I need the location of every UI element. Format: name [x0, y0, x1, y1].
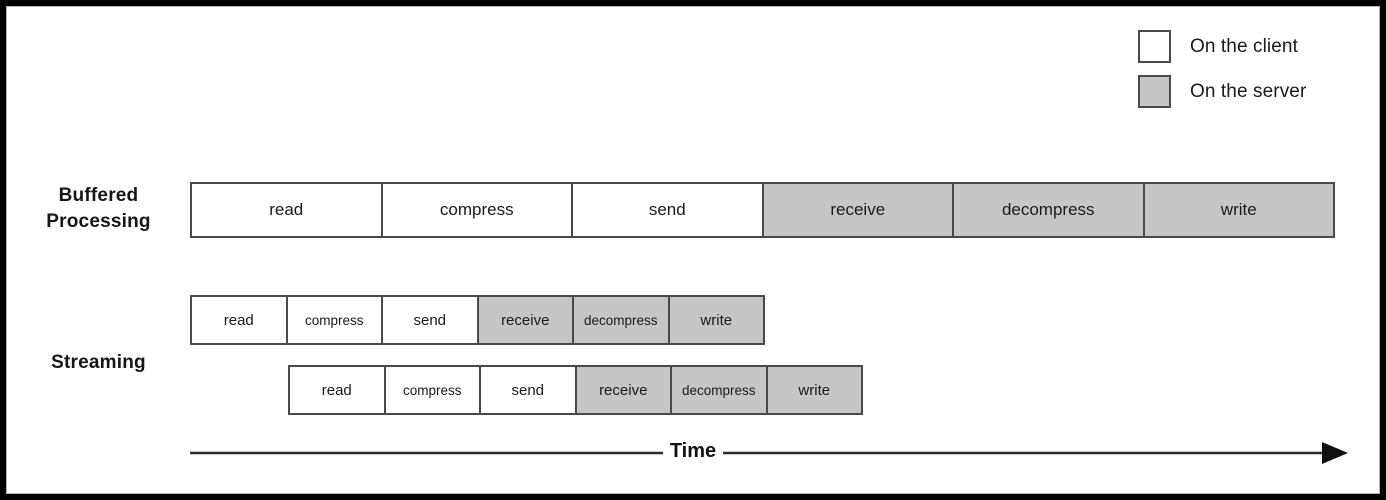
pipeline-cell-read: read	[190, 295, 288, 345]
pipeline-cell-write: write	[667, 295, 765, 345]
legend-swatch-client	[1138, 30, 1171, 63]
pipeline-cell-compress: compress	[383, 365, 481, 415]
pipeline-cell-receive: receive	[574, 365, 672, 415]
pipeline-cell-compress: compress	[380, 182, 573, 238]
pipeline-cell-read: read	[288, 365, 386, 415]
pipeline-bar-streaming-2: read compress send receive decompress wr…	[288, 365, 873, 415]
legend-label-client: On the client	[1190, 35, 1298, 57]
pipeline-cell-send: send	[381, 295, 479, 345]
figure-inner-border	[6, 6, 1380, 494]
pipeline-cell-decompress: decompress	[572, 295, 670, 345]
row-label-streaming: Streaming	[51, 352, 146, 373]
time-axis	[190, 436, 1350, 470]
pipeline-cell-send: send	[479, 365, 577, 415]
pipeline-cell-compress: compress	[285, 295, 383, 345]
pipeline-cell-write: write	[765, 365, 863, 415]
pipeline-cell-decompress: decompress	[952, 182, 1145, 238]
pipeline-bar-buffered: read compress send receive decompress wr…	[190, 182, 1345, 238]
row-label-buffered-line2: Processing	[46, 211, 151, 232]
pipeline-cell-write: write	[1142, 182, 1335, 238]
legend-swatch-server	[1138, 75, 1171, 108]
legend-item-server: On the server	[1138, 69, 1306, 114]
pipeline-cell-read: read	[190, 182, 383, 238]
legend: On the client On the server	[1138, 24, 1306, 114]
pipeline-cell-send: send	[571, 182, 764, 238]
pipeline-bar-streaming-1: read compress send receive decompress wr…	[190, 295, 775, 345]
legend-label-server: On the server	[1190, 80, 1307, 102]
legend-item-client: On the client	[1138, 24, 1306, 69]
pipeline-cell-decompress: decompress	[670, 365, 768, 415]
row-label-buffered-processing: Buffered Processing	[16, 183, 181, 235]
row-label-buffered-line1: Buffered	[58, 185, 139, 206]
arrow-right-icon	[190, 442, 1348, 464]
pipeline-cell-receive: receive	[476, 295, 574, 345]
pipeline-cell-receive: receive	[761, 182, 954, 238]
